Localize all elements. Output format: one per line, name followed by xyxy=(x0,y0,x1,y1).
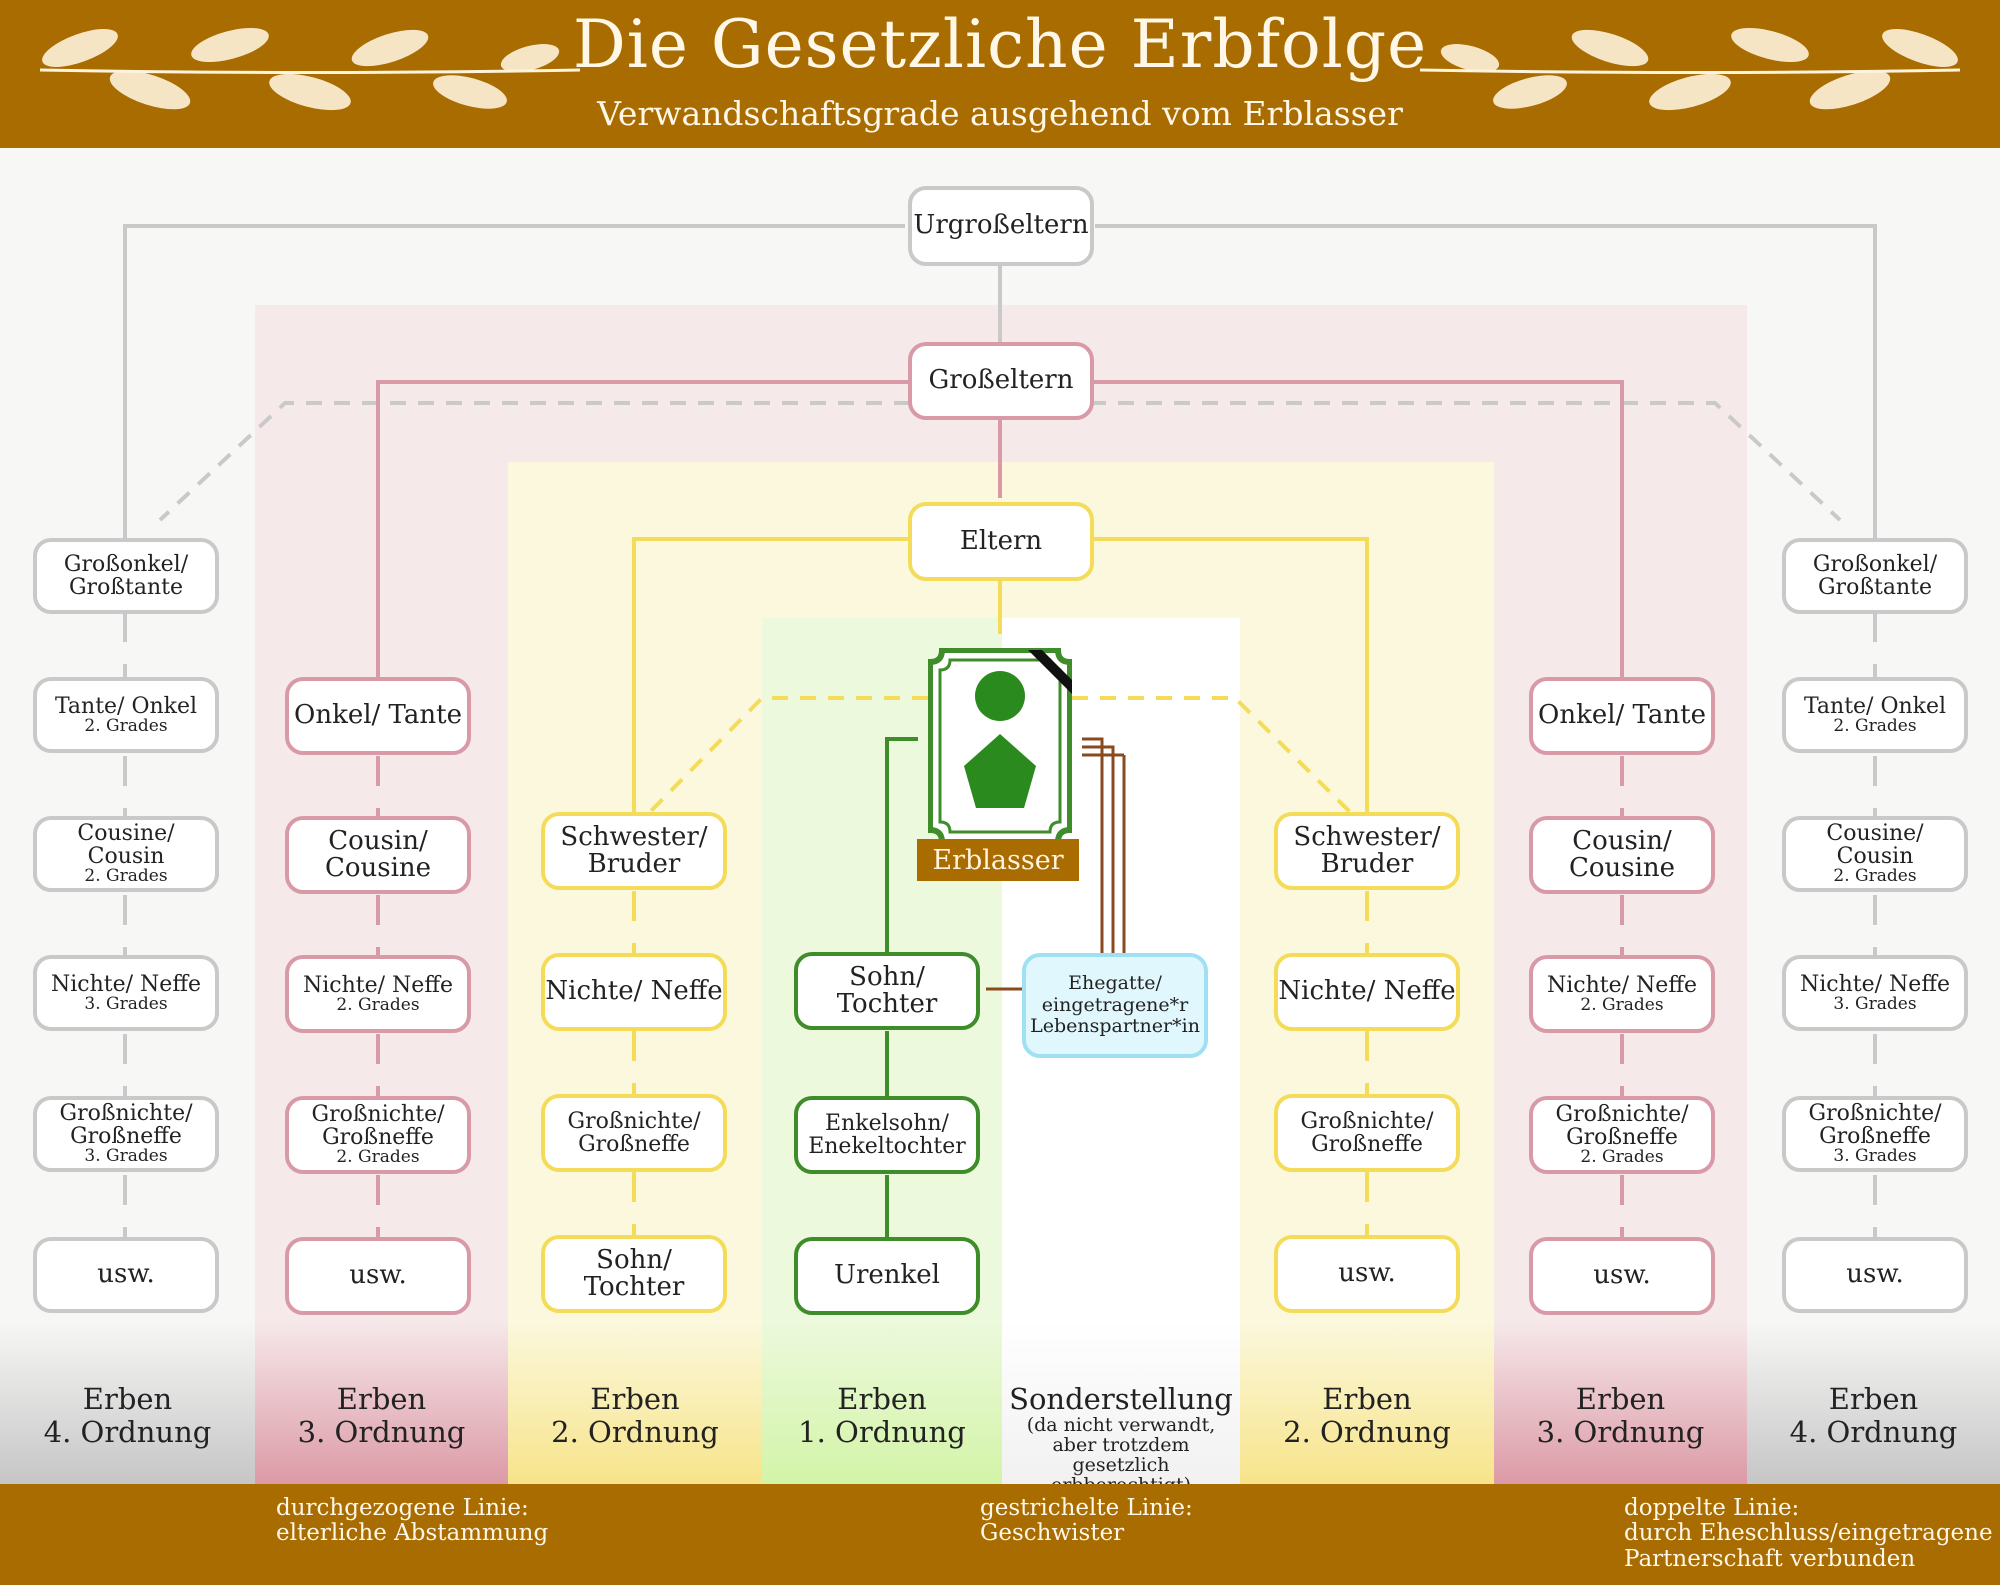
node-left4-0: Großonkel/ Großtante xyxy=(33,538,219,614)
node-left3-4: usw. xyxy=(285,1237,471,1315)
node-right2-3: usw. xyxy=(1274,1235,1460,1313)
node-first-0: Sohn/ Tochter xyxy=(794,952,980,1030)
node-eltern: Eltern xyxy=(908,502,1094,581)
order-band-first xyxy=(762,1320,1002,1484)
order-band-left3 xyxy=(255,1320,508,1484)
node-right4-0: Großonkel/ Großtante xyxy=(1782,538,1968,614)
node-right2-1: Nichte/ Neffe xyxy=(1274,953,1460,1031)
order-band-right3 xyxy=(1494,1320,1747,1484)
order-band-left4 xyxy=(0,1320,255,1484)
header-banner: Die Gesetzliche Erbfolge Verwandschaftsg… xyxy=(0,0,2000,148)
node-right2-2: Großnichte/ Großneffe xyxy=(1274,1094,1460,1172)
node-spouse: Ehegatte/ eingetragene*r Lebenspartner*i… xyxy=(1022,953,1208,1058)
legend-solid: durchgezogene Linie: elterliche Abstammu… xyxy=(276,1495,549,1547)
node-left2-3: Sohn/ Tochter xyxy=(541,1235,727,1313)
legend-footer: durchgezogene Linie: elterliche Abstammu… xyxy=(0,1484,2000,1585)
order-label-special: Sonderstellung (da nicht verwandt, aber … xyxy=(1009,1382,1233,1495)
legend-dashed: gestrichelte Linie: Geschwister xyxy=(980,1495,1193,1547)
node-right2-0: Schwester/ Bruder xyxy=(1274,812,1460,890)
node-right3-4: usw. xyxy=(1529,1237,1715,1315)
legend-double: doppelte Linie: durch Eheschluss/eingetr… xyxy=(1624,1495,1993,1572)
node-first-2: Urenkel xyxy=(794,1237,980,1315)
node-grosseltern: Großeltern xyxy=(908,342,1094,420)
order-band-right4 xyxy=(1747,1320,2000,1484)
node-left4-5: usw. xyxy=(33,1237,219,1313)
node-right3-0: Onkel/ Tante xyxy=(1529,677,1715,755)
node-right3-1: Cousin/ Cousine xyxy=(1529,816,1715,894)
node-left2-1: Nichte/ Neffe xyxy=(541,953,727,1031)
page-subtitle: Verwandschaftsgrade ausgehend vom Erblas… xyxy=(597,94,1403,133)
node-left2-0: Schwester/ Bruder xyxy=(541,812,727,890)
order-band-left2 xyxy=(508,1320,762,1484)
erblasser-portrait-icon xyxy=(928,648,1072,844)
order-band-special xyxy=(1002,1320,1240,1484)
node-right4-5: usw. xyxy=(1782,1237,1968,1313)
laurel-ornament xyxy=(39,27,1961,111)
node-left2-2: Großnichte/ Großneffe xyxy=(541,1094,727,1172)
node-urgrosseltern: Urgroßeltern xyxy=(908,186,1094,266)
node-left3-1: Cousin/ Cousine xyxy=(285,816,471,894)
erblasser-label: Erblasser xyxy=(917,839,1079,881)
node-first-1: Enkelsohn/ Enekeltochter xyxy=(794,1096,980,1174)
order-band-right2 xyxy=(1240,1320,1494,1484)
node-left3-0: Onkel/ Tante xyxy=(285,677,471,755)
page-title: Die Gesetzliche Erbfolge xyxy=(572,6,1428,83)
